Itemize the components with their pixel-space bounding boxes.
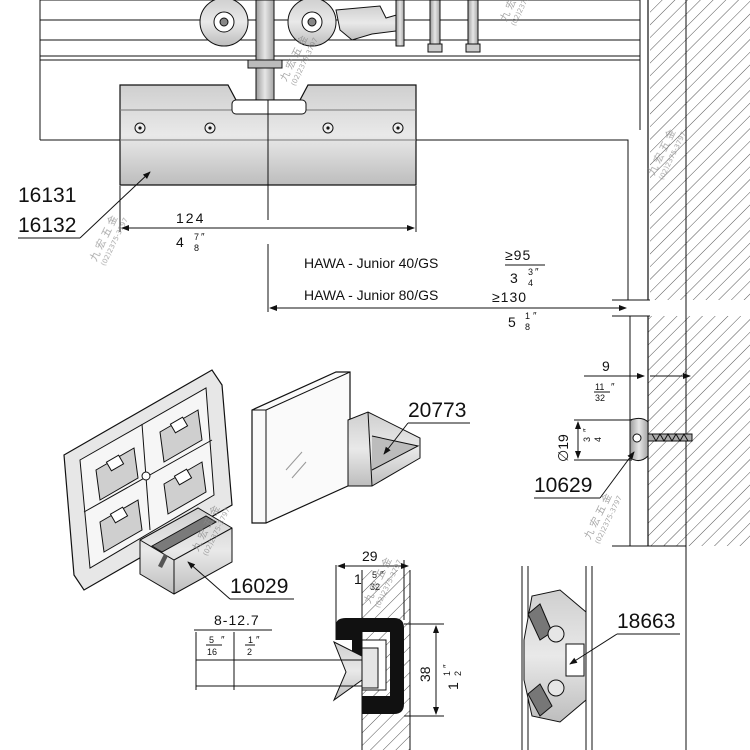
svg-text:1: 1 [525, 311, 530, 321]
track-label-junior-40: HAWA - Junior 40/GS [304, 255, 438, 271]
svg-text:7: 7 [194, 232, 199, 242]
floor-guide-18663 [521, 566, 593, 750]
svg-text:4: 4 [176, 234, 184, 250]
svg-text:8: 8 [194, 243, 199, 253]
svg-text:124: 124 [176, 210, 205, 226]
svg-text:1: 1 [442, 671, 452, 676]
dimension-9: 9 11 32 ″ [584, 358, 691, 403]
track-value-95: ≥95 [505, 247, 531, 263]
svg-text:″: ″ [533, 311, 537, 322]
dimension-124: 124 4 7 8 ″ [119, 186, 417, 253]
svg-text:″: ″ [221, 635, 225, 646]
svg-text:32: 32 [595, 393, 605, 403]
part-number-16132: 16132 [18, 214, 76, 237]
part-number-16131: 16131 [18, 184, 76, 207]
svg-text:16: 16 [207, 647, 217, 657]
svg-text:″: ″ [201, 232, 205, 243]
svg-text:3: 3 [510, 270, 518, 286]
part-number-20773: 20773 [408, 399, 466, 422]
part-number-18663: 18663 [617, 610, 675, 633]
svg-text:4: 4 [593, 437, 603, 442]
clamp-plate [119, 84, 629, 300]
svg-text:1: 1 [248, 635, 253, 645]
svg-text:″: ″ [611, 382, 615, 393]
top-track-assembly [39, 0, 641, 141]
clip-frame [63, 369, 233, 591]
svg-text:5: 5 [209, 635, 214, 645]
door-stop-10629: ∅19 3 4 ″ [555, 417, 693, 462]
svg-text:8: 8 [525, 322, 530, 332]
track-label-junior-80: HAWA - Junior 80/GS [304, 287, 438, 303]
part-number-16029: 16029 [230, 575, 288, 598]
svg-text:1: 1 [354, 571, 362, 587]
svg-text:5: 5 [372, 570, 377, 580]
svg-text:∅19: ∅19 [555, 434, 571, 462]
dimension-8-12-7: 8-12.7 5 16 ″ 1 2 ″ [194, 612, 272, 690]
dimension-38: 38 1 1 2 ″ [404, 623, 463, 717]
svg-text:″: ″ [535, 267, 539, 278]
svg-text:3: 3 [582, 437, 592, 442]
svg-text:3: 3 [528, 267, 533, 277]
svg-text:32: 32 [370, 582, 380, 592]
roller-wheel-left [199, 0, 249, 47]
track-value-130: ≥130 [492, 289, 527, 305]
roller-wheel-right [287, 0, 337, 47]
svg-text:5: 5 [508, 314, 516, 330]
svg-text:″: ″ [442, 664, 453, 668]
svg-text:38: 38 [417, 666, 433, 682]
svg-text:1: 1 [445, 682, 461, 690]
svg-text:29: 29 [362, 548, 378, 564]
svg-text:4: 4 [528, 278, 533, 288]
floor-section [196, 565, 411, 750]
svg-text:2: 2 [453, 671, 463, 676]
glass-panel [251, 371, 351, 524]
wall-section [612, 0, 750, 750]
svg-text:8-12.7: 8-12.7 [214, 612, 260, 628]
svg-text:2: 2 [247, 647, 252, 657]
svg-text:9: 9 [602, 358, 610, 374]
svg-text:″: ″ [582, 428, 593, 432]
screw-icon [134, 122, 404, 134]
svg-text:″: ″ [380, 570, 384, 581]
svg-text:″: ″ [256, 635, 260, 646]
floor-guide-16029 [139, 507, 233, 595]
svg-text:11: 11 [595, 382, 604, 392]
part-number-10629: 10629 [534, 474, 592, 497]
dimension-29: 29 1 5 32 ″ [337, 548, 409, 620]
